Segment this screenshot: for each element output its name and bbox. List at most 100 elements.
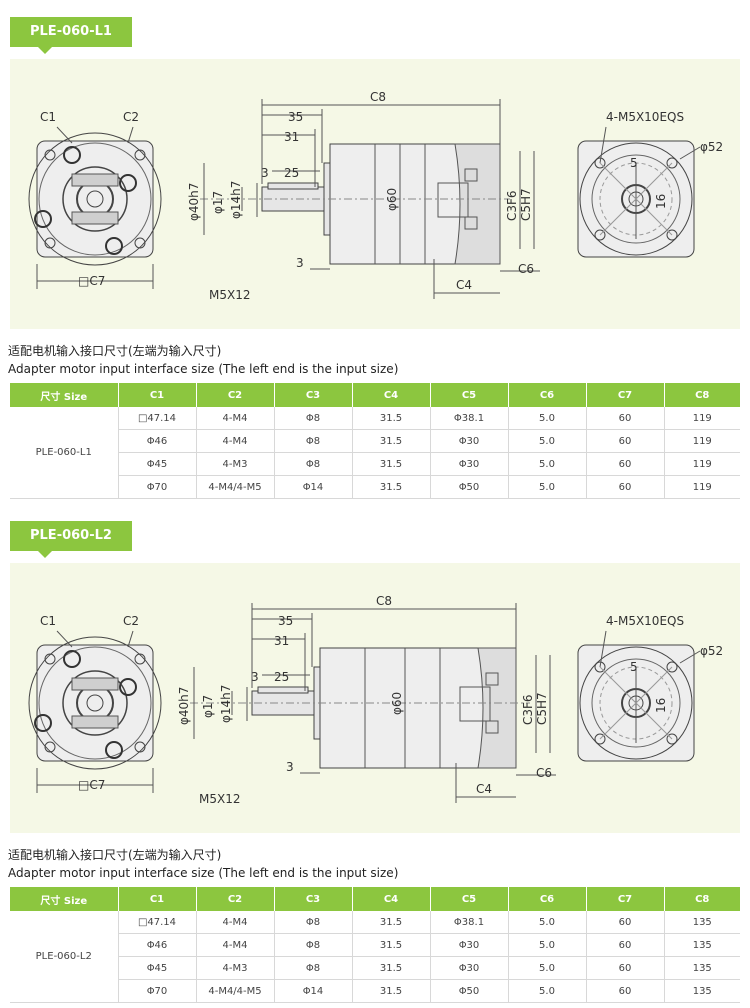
technical-drawing: C1 C2 □C7 C8 35 31 25 3 3 M5X12 φ40h7 φ1… (10, 59, 740, 329)
header-c8: C8 (664, 383, 740, 407)
table-row: Φ45 4-M3 Φ8 31.5 Φ30 5.0 60 119 (10, 452, 740, 476)
label-phi14h7: φ14h7 (219, 685, 233, 723)
cell-c1: □47.14 (118, 911, 197, 934)
label-c5h7: C5H7 (535, 692, 549, 725)
cell-c6: 5.0 (508, 911, 587, 934)
cell-c1: Φ70 (118, 979, 197, 1003)
label-phi60: φ60 (385, 188, 399, 211)
label-phi52: φ52 (700, 644, 723, 658)
label-c7: □C7 (78, 274, 105, 288)
cell-c2: 4-M3 (196, 956, 275, 980)
cell-c2: 4-M3 (196, 452, 275, 476)
header-c3: C3 (274, 887, 353, 911)
label-3-bottom: 3 (286, 760, 294, 774)
cell-c2: 4-M4 (196, 933, 275, 957)
label-c4: C4 (476, 782, 492, 796)
header-c4: C4 (352, 383, 431, 407)
cell-c7: 60 (586, 933, 665, 957)
cell-c3: Φ8 (274, 911, 353, 934)
label-25: 25 (274, 670, 289, 684)
cell-c6: 5.0 (508, 475, 587, 499)
caption-cn: 适配电机输入接口尺寸(左端为输入尺寸) (8, 848, 222, 862)
header-c8: C8 (664, 887, 740, 911)
label-16: 16 (654, 698, 668, 713)
cell-c4: 31.5 (352, 956, 431, 980)
cell-c4: 31.5 (352, 452, 431, 476)
cell-c2: 4-M4/4-M5 (196, 475, 275, 499)
cell-c8: 135 (664, 956, 740, 980)
cell-c3: Φ14 (274, 979, 353, 1003)
cell-c6: 5.0 (508, 452, 587, 476)
cell-c2: 4-M4 (196, 407, 275, 430)
header-c4: C4 (352, 887, 431, 911)
table-row: Φ70 4-M4/4-M5 Φ14 31.5 Φ50 5.0 60 119 (10, 475, 740, 499)
cell-c4: 31.5 (352, 979, 431, 1003)
cell-c5: Φ30 (430, 933, 509, 957)
label-c4: C4 (456, 278, 472, 292)
cell-c1: □47.14 (118, 407, 197, 430)
header-c5: C5 (430, 383, 509, 407)
cell-c3: Φ8 (274, 407, 353, 430)
cell-c6: 5.0 (508, 429, 587, 453)
header-c2: C2 (196, 887, 275, 911)
label-c8: C8 (376, 594, 392, 608)
cell-c4: 31.5 (352, 475, 431, 499)
label-phi17: φ17 (201, 695, 215, 718)
technical-drawing: C1 C2 □C7 C8 35 31 25 3 3 M5X12 φ40h7 φ1… (10, 563, 740, 833)
cell-c7: 60 (586, 956, 665, 980)
label-c3f6: C3F6 (521, 694, 535, 725)
label-phi40h7: φ40h7 (177, 687, 191, 725)
label-phi40h7: φ40h7 (187, 183, 201, 221)
cell-c8: 135 (664, 933, 740, 957)
label-35: 35 (288, 110, 303, 124)
spec-table: 尺寸 Size C1 C2 C3 C4 C5 C6 C7 C8 PLE-060-… (10, 887, 740, 1003)
header-c7: C7 (586, 887, 665, 911)
label-3-top: 3 (261, 166, 269, 180)
cell-c7: 60 (586, 407, 665, 430)
cell-c6: 5.0 (508, 979, 587, 1003)
cell-c6: 5.0 (508, 956, 587, 980)
table-row: Φ46 4-M4 Φ8 31.5 Φ30 5.0 60 135 (10, 933, 740, 957)
table-header-row: 尺寸 Size C1 C2 C3 C4 C5 C6 C7 C8 (10, 383, 740, 407)
label-phi52: φ52 (700, 140, 723, 154)
cell-c5: Φ30 (430, 956, 509, 980)
cell-c3: Φ8 (274, 452, 353, 476)
table-header-row: 尺寸 Size C1 C2 C3 C4 C5 C6 C7 C8 (10, 887, 740, 911)
header-c1: C1 (118, 383, 197, 407)
label-25: 25 (284, 166, 299, 180)
label-m5x10eqs: 4-M5X10EQS (606, 110, 684, 124)
label-c6: C6 (518, 262, 534, 276)
cell-c8: 135 (664, 911, 740, 934)
cell-c1: Φ46 (118, 429, 197, 453)
table-row: PLE-060-L1 □47.14 4-M4 Φ8 31.5 Φ38.1 5.0… (10, 407, 740, 499)
cell-c5: Φ30 (430, 429, 509, 453)
cell-c2: 4-M4/4-M5 (196, 979, 275, 1003)
cell-c2: 4-M4 (196, 429, 275, 453)
cell-c7: 60 (586, 475, 665, 499)
cell-c3: Φ14 (274, 475, 353, 499)
label-c6: C6 (536, 766, 552, 780)
table-row: Φ46 4-M4 Φ8 31.5 Φ30 5.0 60 119 (10, 429, 740, 453)
cell-c1: Φ70 (118, 475, 197, 499)
header-size: 尺寸 Size (10, 383, 119, 407)
header-c6: C6 (508, 383, 587, 407)
drawing-svg: C1 C2 □C7 C8 35 31 25 3 3 M5X12 φ40h7 φ1… (28, 594, 723, 806)
cell-c8: 135 (664, 979, 740, 1003)
cell-c4: 31.5 (352, 933, 431, 957)
label-3-top: 3 (251, 670, 259, 684)
cell-c8: 119 (664, 452, 740, 476)
cell-c7: 60 (586, 979, 665, 1003)
label-c3f6: C3F6 (505, 190, 519, 221)
cell-c5: Φ50 (430, 475, 509, 499)
label-m5x12: M5X12 (199, 792, 240, 806)
drawing-svg: C1 C2 □C7 C8 35 31 25 3 3 M5X12 φ40h7 φ1… (28, 90, 723, 302)
label-c1: C1 (40, 110, 56, 124)
label-m5x12: M5X12 (209, 288, 250, 302)
cell-c5: Φ30 (430, 452, 509, 476)
header-c6: C6 (508, 887, 587, 911)
label-phi17: φ17 (211, 191, 225, 214)
cell-c8: 119 (664, 475, 740, 499)
cell-c7: 60 (586, 452, 665, 476)
label-31: 31 (274, 634, 289, 648)
header-c1: C1 (118, 887, 197, 911)
